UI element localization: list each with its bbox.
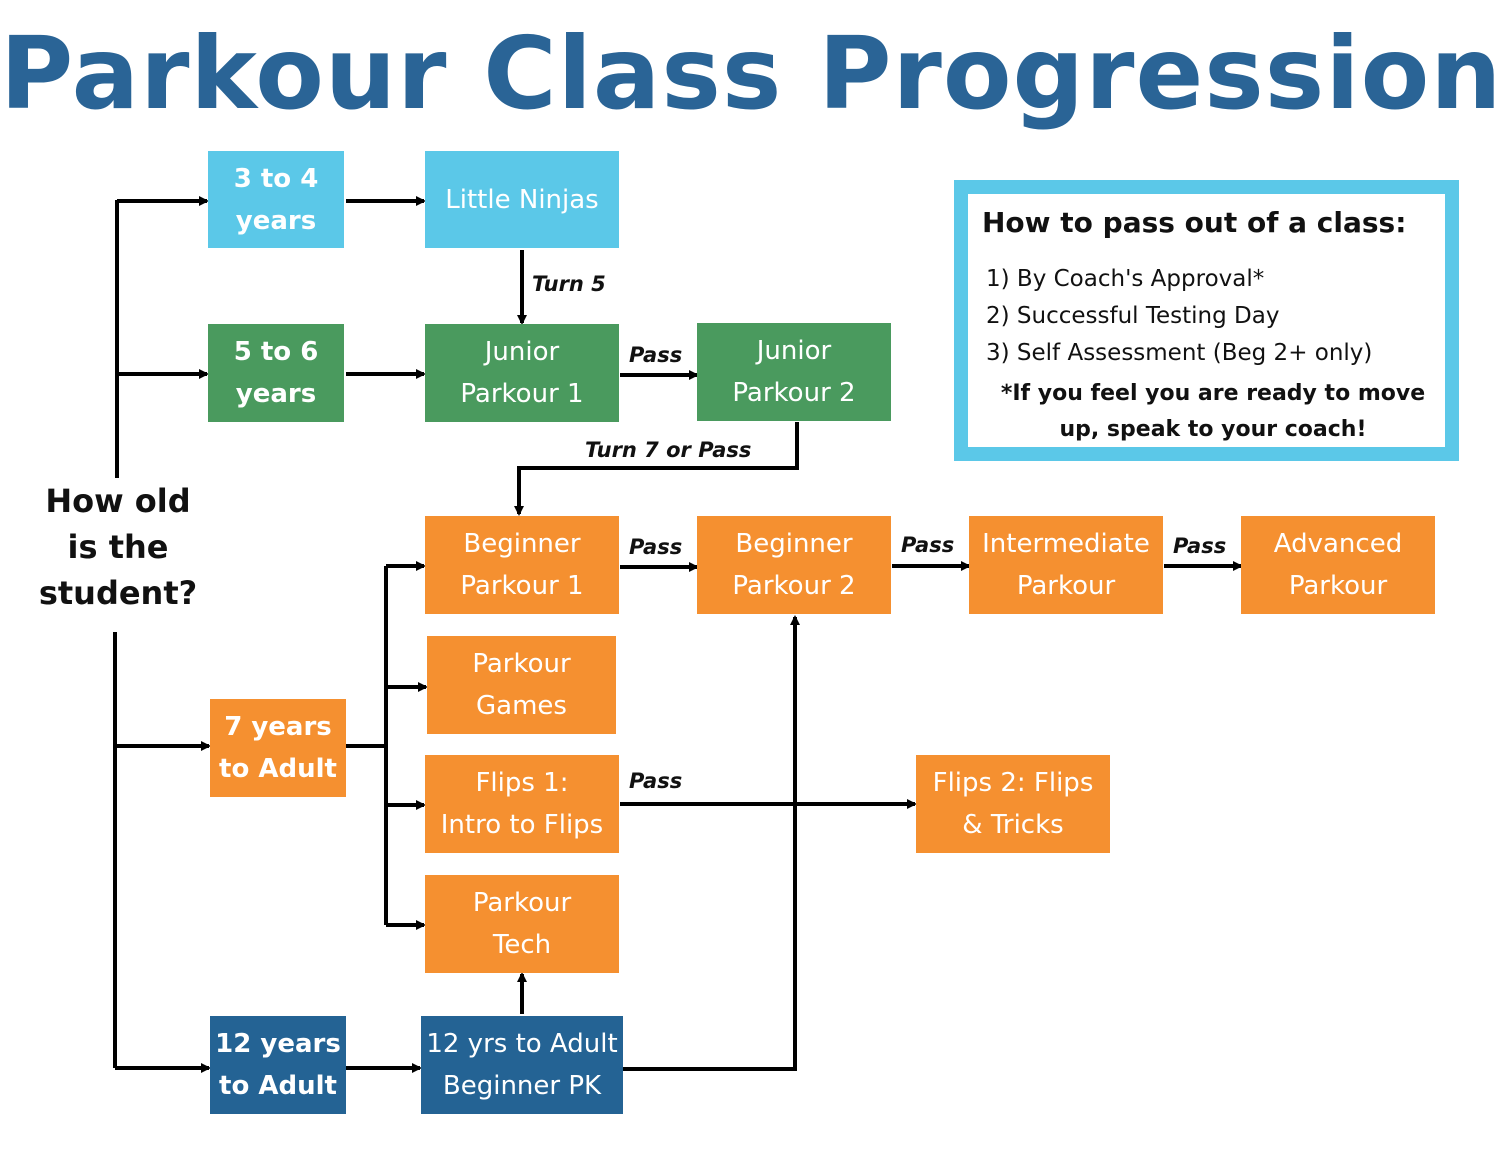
age-3-to-4-box: 3 to 4 years: [208, 151, 344, 248]
beginner-parkour-1-box: Beginner Parkour 1: [425, 516, 619, 614]
beginner-parkour-2-box: Beginner Parkour 2: [697, 516, 891, 614]
age-5-to-6-box: 5 to 6 years: [208, 324, 344, 422]
advanced-parkour-box: Advanced Parkour: [1241, 516, 1435, 614]
age-question: How old is the student?: [38, 482, 198, 612]
arrow-junior-2-to-beginner-1: [514, 422, 799, 516]
age-12-to-adult-box: 12 years to Adult: [210, 1016, 346, 1114]
teen-beginner-pk-box: 12 yrs to Adult Beginner PK: [421, 1016, 623, 1114]
edge-label-pass-intermediate: Pass: [1173, 534, 1227, 558]
pass-criteria-item: 1) By Coach's Approval*: [986, 266, 1265, 292]
pass-criteria-item: 3) Self Assessment (Beg 2+ only): [986, 340, 1373, 366]
parkour-games-box: Parkour Games: [427, 636, 616, 734]
intermediate-parkour-box: Intermediate Parkour: [969, 516, 1163, 614]
pass-criteria-item: 2) Successful Testing Day: [986, 303, 1280, 329]
edge-label-pass-flips: Pass: [629, 769, 683, 793]
edge-label-turn-5: Turn 5: [532, 272, 606, 296]
arrow-teen-beginner-to-beginner-2: [623, 615, 800, 1071]
pass-criteria-panel: How to pass out of a class: 1) By Coach'…: [954, 180, 1459, 461]
edge-label-turn-7-or-pass: Turn 7 or Pass: [585, 438, 752, 462]
age-7-to-adult-box: 7 years to Adult: [210, 699, 346, 797]
page-title: Parkour Class Progression: [0, 15, 1500, 132]
little-ninjas-box: Little Ninjas: [425, 151, 619, 248]
flips-2-box: Flips 2: Flips & Tricks: [916, 755, 1110, 853]
parkour-tech-box: Parkour Tech: [425, 875, 619, 973]
edge-label-pass-beginner-2: Pass: [901, 533, 955, 557]
junior-parkour-1-box: Junior Parkour 1: [425, 324, 619, 422]
edge-label-pass-junior: Pass: [629, 343, 683, 367]
flips-1-box: Flips 1: Intro to Flips: [425, 755, 619, 853]
junior-parkour-2-box: Junior Parkour 2: [697, 323, 891, 421]
pass-criteria-heading: How to pass out of a class:: [982, 206, 1407, 239]
pass-criteria-note: *If you feel you are ready to move up, s…: [1000, 381, 1426, 442]
edge-label-pass-beginner-1: Pass: [629, 535, 683, 559]
